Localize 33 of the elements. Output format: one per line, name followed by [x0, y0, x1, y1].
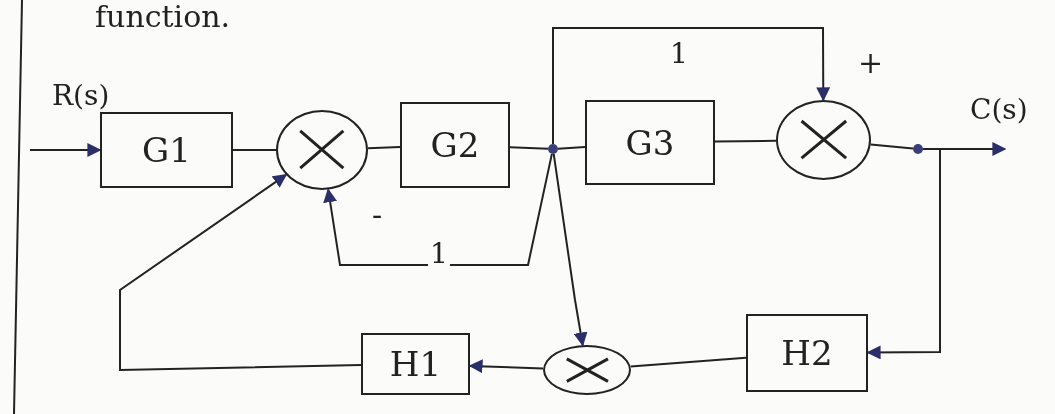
- connector-line: [629, 356, 747, 368]
- arrow: [552, 27, 831, 145]
- arrow: [323, 152, 553, 266]
- edge-label: 1: [428, 240, 450, 268]
- arrow: [119, 173, 362, 372]
- block-box: [585, 100, 715, 185]
- sign-label: +: [858, 48, 884, 78]
- arrow: [552, 152, 588, 347]
- summing-junction: [543, 345, 631, 395]
- block-label: H1: [389, 344, 442, 384]
- arrow: [468, 359, 545, 374]
- block-box: [400, 102, 510, 188]
- block-box: [746, 314, 868, 392]
- block-label: G3: [625, 122, 675, 163]
- sign-label: -: [372, 200, 383, 230]
- connector-line: [557, 145, 586, 150]
- branch-point: [548, 144, 558, 154]
- block-label: H2: [781, 333, 833, 373]
- block-label: G2: [430, 125, 480, 165]
- summing-junction: [776, 100, 871, 180]
- note-text: function.: [95, 2, 231, 32]
- connector-line: [367, 146, 401, 150]
- block-box: [361, 333, 470, 395]
- connector-line: [509, 146, 549, 150]
- connector-line: [714, 139, 777, 143]
- arrow: [866, 148, 941, 360]
- block-label: G1: [142, 130, 191, 170]
- arrow: [29, 143, 102, 157]
- connector-line: [232, 149, 277, 151]
- block-box: [100, 112, 233, 188]
- connector-line: [869, 143, 914, 150]
- branch-point: [913, 144, 923, 154]
- summing-junction: [276, 110, 368, 190]
